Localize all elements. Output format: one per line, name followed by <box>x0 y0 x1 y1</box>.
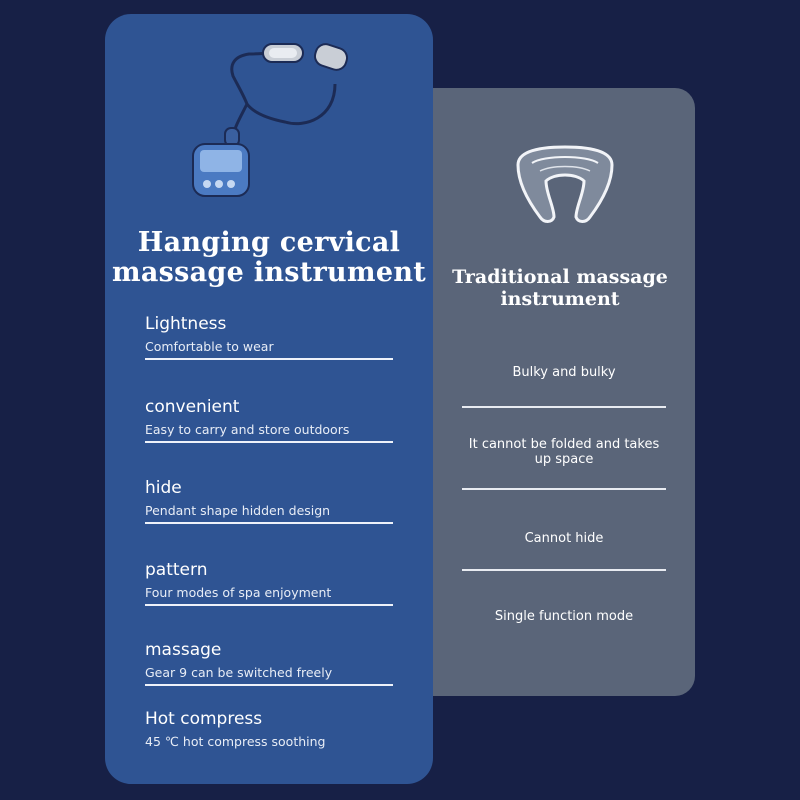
traditional-neck-massager-image <box>516 145 614 223</box>
divider <box>145 522 393 524</box>
feature-title: hide <box>145 478 182 498</box>
divider <box>145 358 393 360</box>
traditional-massager-panel: Traditional massage instrument Bulky and… <box>410 88 695 696</box>
traditional-title: Traditional massage instrument <box>435 266 685 310</box>
divider <box>462 488 666 490</box>
traditional-title-line1: Traditional massage <box>452 266 668 288</box>
feature-description: Four modes of spa enjoyment <box>145 585 332 600</box>
feature-item: Hot compress 45 ℃ hot compress soothing <box>145 709 393 750</box>
hanging-massager-panel: Hanging cervical massage instrument Ligh… <box>105 14 433 784</box>
hanging-title-line2: massage instrument <box>111 257 427 288</box>
feature-item: massage Gear 9 can be switched freely <box>145 640 393 686</box>
traditional-item: Bulky and bulky <box>512 365 616 380</box>
traditional-item: Cannot hide <box>524 531 604 546</box>
feature-item: hide Pendant shape hidden design <box>145 478 393 524</box>
feature-description: 45 ℃ hot compress soothing <box>145 734 326 749</box>
feature-item: Lightness Comfortable to wear <box>145 314 393 360</box>
feature-title: massage <box>145 640 222 660</box>
traditional-item: It cannot be folded and takes up space <box>468 437 660 467</box>
hanging-massager-title: Hanging cervical massage instrument <box>105 228 433 288</box>
divider <box>145 441 393 443</box>
divider <box>462 569 666 571</box>
feature-item: pattern Four modes of spa enjoyment <box>145 560 393 606</box>
feature-description: Gear 9 can be switched freely <box>145 665 333 680</box>
feature-description: Comfortable to wear <box>145 339 274 354</box>
divider <box>462 406 666 408</box>
feature-title: Hot compress <box>145 709 263 729</box>
feature-title: Lightness <box>145 314 227 334</box>
feature-description: Easy to carry and store outdoors <box>145 422 350 437</box>
hanging-massager-device-image <box>192 43 349 197</box>
traditional-title-line2: instrument <box>500 288 620 310</box>
feature-description: Pendant shape hidden design <box>145 503 331 518</box>
feature-item: convenient Easy to carry and store outdo… <box>145 397 393 443</box>
traditional-item: Single function mode <box>494 609 634 624</box>
divider <box>145 604 393 606</box>
feature-title: pattern <box>145 560 208 580</box>
hanging-title-line1: Hanging cervical <box>137 227 401 258</box>
divider <box>145 684 393 686</box>
feature-title: convenient <box>145 397 240 417</box>
